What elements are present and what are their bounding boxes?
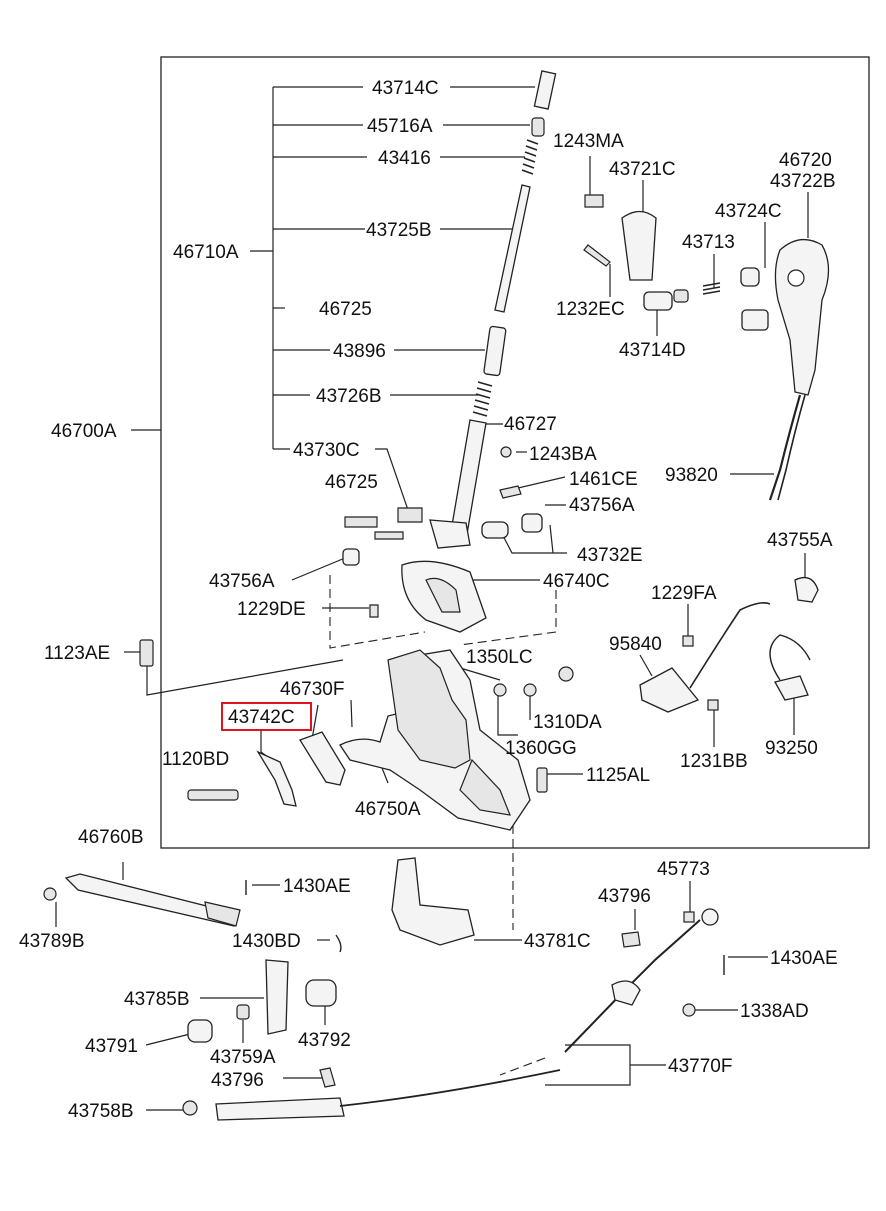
label-43714D: 43714D (619, 340, 686, 361)
label-43755A: 43755A (767, 530, 833, 551)
label-46750A: 46750A (355, 799, 421, 820)
label-1229FA: 1229FA (651, 583, 717, 604)
label-43721C: 43721C (609, 159, 676, 180)
label-43759A: 43759A (210, 1047, 276, 1068)
label-43726B: 43726B (316, 386, 382, 407)
label-1430AE-right: 1430AE (770, 948, 838, 969)
label-1120BD: 1120BD (162, 749, 229, 770)
label-46710A: 46710A (173, 242, 239, 263)
label-93820: 93820 (665, 465, 718, 486)
label-43714C: 43714C (372, 78, 439, 99)
label-95840: 95840 (609, 634, 662, 655)
small-parts-shaft-area (342, 446, 543, 633)
highlight-box-43742C (221, 702, 312, 731)
cable-and-linkage (43, 857, 725, 1121)
label-43713: 43713 (682, 232, 735, 253)
label-43791: 43791 (85, 1036, 138, 1057)
label-1360GG: 1360GG (505, 738, 577, 759)
label-93250: 93250 (765, 738, 818, 759)
label-43781C: 43781C (524, 931, 591, 952)
label-1123AE: 1123AE (44, 643, 110, 664)
label-43756A-left: 43756A (209, 571, 275, 592)
label-1461CE: 1461CE (569, 469, 638, 490)
label-46740C: 46740C (543, 571, 610, 592)
label-43785B: 43785B (124, 989, 190, 1010)
label-43742C: 43742C (228, 707, 295, 728)
label-46727: 46727 (504, 414, 557, 435)
shift-knob-and-electrics (583, 194, 830, 713)
assembly-frame (160, 56, 870, 849)
label-1430AE-left: 1430AE (283, 876, 351, 897)
label-43756A-right: 43756A (569, 495, 635, 516)
label-1229DE: 1229DE (237, 599, 306, 620)
label-46760B: 46760B (78, 827, 144, 848)
label-1125AL: 1125AL (586, 765, 650, 786)
label-43416: 43416 (378, 148, 431, 169)
label-43796-lower: 43796 (211, 1070, 264, 1091)
label-1232EC: 1232EC (556, 299, 625, 320)
shift-lever-base (139, 639, 574, 831)
label-43896: 43896 (333, 341, 386, 362)
shift-lever-shaft (429, 70, 557, 549)
label-43732E: 43732E (577, 545, 643, 566)
label-43789B: 43789B (19, 931, 85, 952)
part-labels: 43714C 45716A 43416 43725B 46710A 46725 … (19, 78, 838, 1122)
label-46725-upper: 46725 (319, 299, 372, 320)
bracket-46710A (131, 86, 367, 450)
label-1231BB: 1231BB (680, 751, 748, 772)
label-43796-upper: 43796 (598, 886, 651, 907)
label-1430BD: 1430BD (232, 931, 301, 952)
label-46720: 46720 (779, 150, 832, 171)
label-43725B: 43725B (366, 220, 432, 241)
label-46700A: 46700A (51, 421, 117, 442)
label-1243MA: 1243MA (553, 131, 624, 152)
label-1338AD: 1338AD (740, 1001, 809, 1022)
label-43758B: 43758B (68, 1101, 134, 1122)
label-43730C: 43730C (293, 440, 360, 461)
label-46725-lower: 46725 (325, 472, 378, 493)
label-43792: 43792 (298, 1030, 351, 1051)
label-43724C: 43724C (715, 201, 782, 222)
label-1310DA: 1310DA (533, 712, 602, 733)
dashed-assembly-lines (329, 575, 557, 1076)
label-1350LC: 1350LC (466, 647, 533, 668)
label-45716A: 45716A (367, 116, 433, 137)
label-45773: 45773 (657, 859, 710, 880)
leader-lines (55, 86, 809, 1111)
label-43770F: 43770F (668, 1056, 732, 1077)
label-43722B: 43722B (770, 171, 836, 192)
label-1243BA: 1243BA (529, 444, 597, 465)
label-46730F: 46730F (280, 679, 344, 700)
